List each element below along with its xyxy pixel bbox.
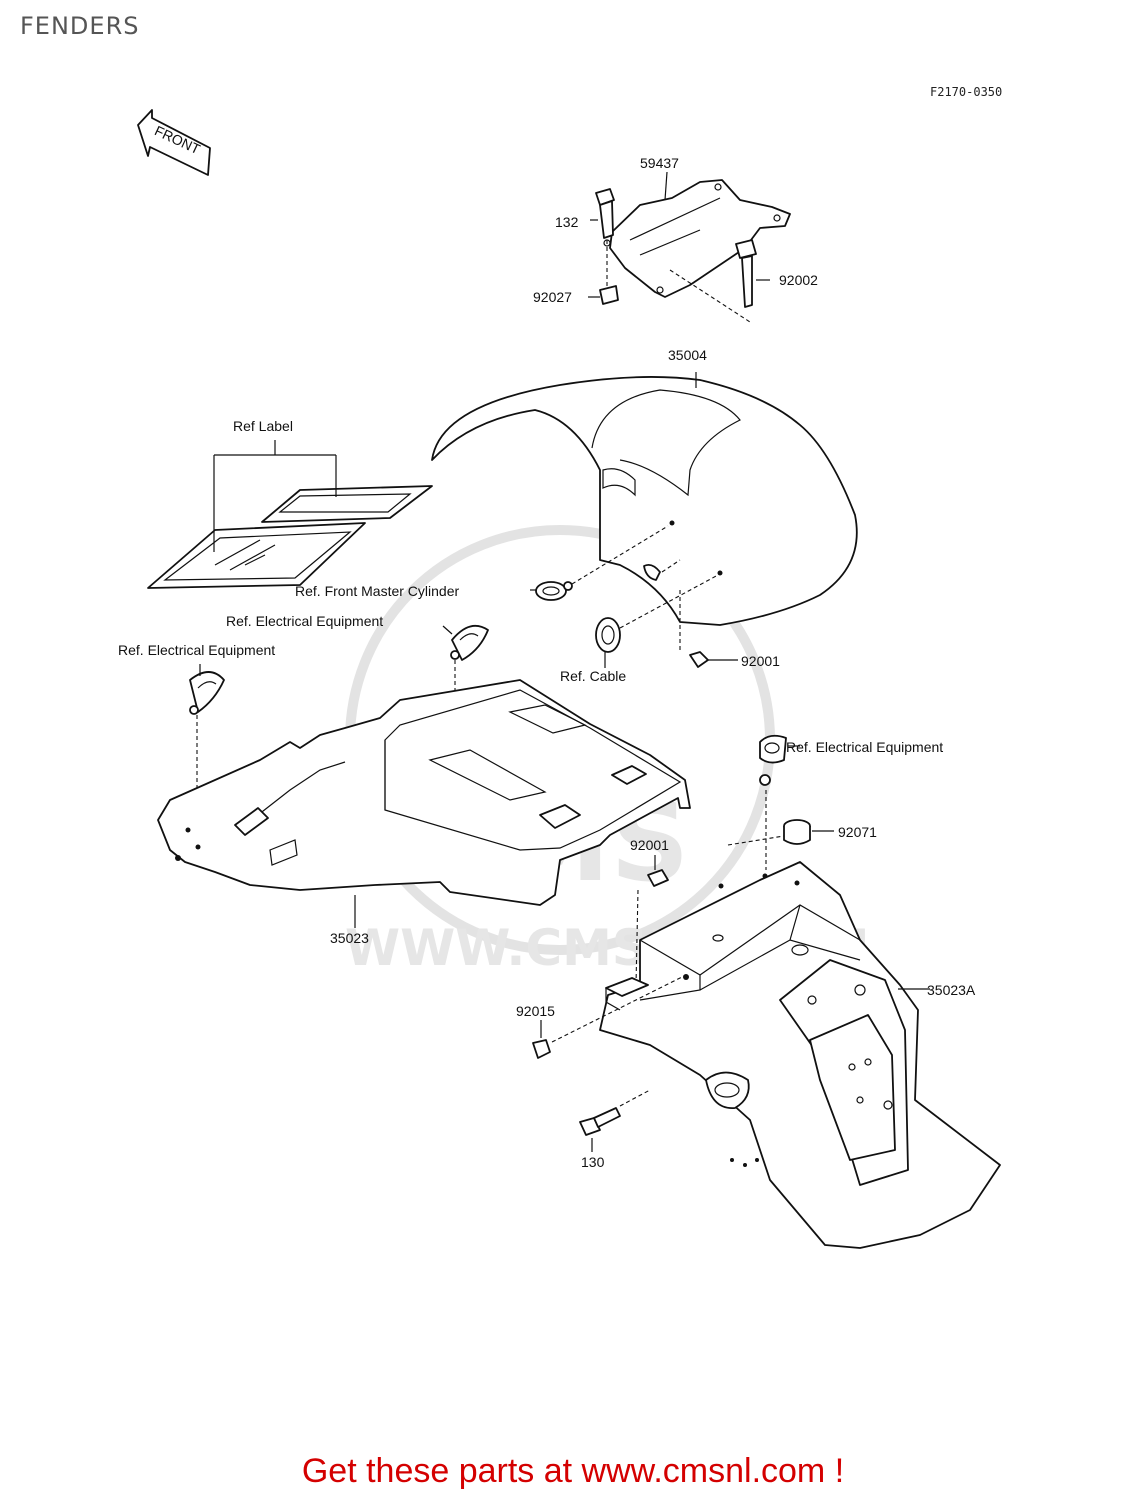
bolt-92002-icon: [669, 239, 770, 323]
front-fender-35004: [431, 372, 858, 626]
callout-92071: 92071: [838, 824, 877, 840]
footer-link[interactable]: Get these parts at www.cmsnl.com !: [301, 1452, 845, 1490]
rear-inner-fender-35023: [157, 679, 691, 928]
callout-ref-electrical-2: Ref. Electrical Equipment: [118, 642, 275, 658]
callout-labels: 59437 132 92027 92002 35004 Ref Label Re…: [118, 155, 976, 1170]
electrical-clamp-3-icon: [759, 734, 800, 870]
callout-92002: 92002: [779, 272, 818, 288]
rear-fender-35023A: [599, 861, 1001, 1249]
callout-92001-b: 92001: [630, 837, 669, 853]
callout-132: 132: [555, 214, 579, 230]
page-title: FENDERS: [20, 12, 140, 40]
callout-ref-cable: Ref. Cable: [560, 668, 626, 684]
bolt-92001-a-icon: [679, 590, 738, 668]
callout-59437: 59437: [640, 155, 679, 171]
clamp-master-cylinder-icon: [530, 525, 669, 601]
nut-92015-icon: [532, 974, 687, 1059]
bolt-92001-b-icon: [635, 855, 669, 986]
callout-35004: 35004: [668, 347, 707, 363]
callout-92027: 92027: [533, 289, 572, 305]
callout-ref-electrical-3: Ref. Electrical Equipment: [786, 739, 943, 755]
callout-35023: 35023: [330, 930, 369, 946]
callout-92001-a: 92001: [741, 653, 780, 669]
callout-35023A: 35023A: [927, 982, 976, 998]
bolt-132-icon: [590, 188, 615, 290]
clamp-cable-icon: [595, 559, 719, 668]
callout-ref-label: Ref Label: [233, 418, 293, 434]
electrical-clamp-1-icon: [442, 624, 489, 715]
front-arrow-icon: FRONT: [137, 109, 211, 176]
grommet-92071-icon: [727, 819, 834, 846]
callout-130: 130: [581, 1154, 605, 1170]
nut-92027-icon: [588, 285, 619, 305]
bolt-130-icon: [579, 1089, 651, 1152]
diagram-code: F2170-0350: [930, 85, 1003, 99]
ref-label-stickers: [147, 440, 433, 589]
callout-ref-electrical-1: Ref. Electrical Equipment: [226, 613, 383, 629]
callout-ref-front-master-cylinder: Ref. Front Master Cylinder: [295, 583, 459, 599]
callout-92015: 92015: [516, 1003, 555, 1019]
